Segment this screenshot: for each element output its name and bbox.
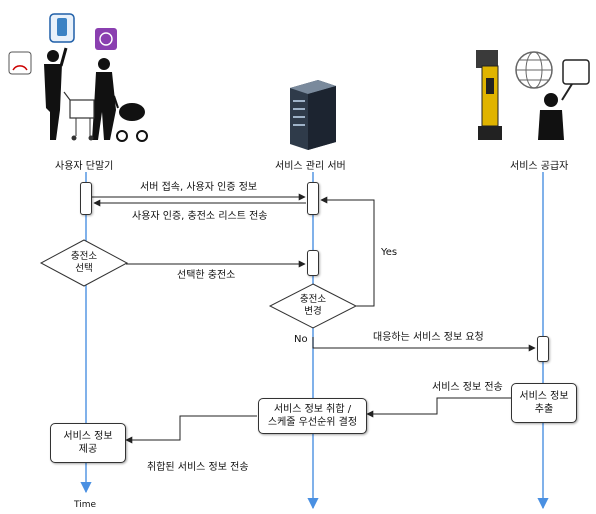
decision-change-line2: 변경	[304, 306, 322, 317]
decision-select-line2: 선택	[75, 263, 93, 274]
box-aggregate-line1: 서비스 정보 취합 /	[273, 404, 352, 415]
decision-select-text: 충전소 선택	[59, 251, 109, 275]
decision-select-line1: 충전소	[70, 251, 98, 262]
activation-user-1	[80, 182, 92, 215]
decision-change-station	[268, 283, 358, 329]
message-m1: 서버 접속, 사용자 인증 정보	[140, 182, 258, 193]
actor-user-label: 사용자 단말기	[55, 161, 114, 172]
decision-change-line1: 충전소	[299, 294, 327, 305]
message-m4: 대응하는 서비스 정보 요청	[373, 332, 484, 343]
message-m2: 사용자 인증, 충전소 리스트 전송	[132, 211, 268, 222]
server-icon	[290, 80, 336, 150]
box-extract-line1: 서비스 정보	[519, 391, 569, 402]
label-yes: Yes	[381, 247, 398, 258]
box-provide-line2: 제공	[78, 444, 98, 455]
message-m5: 서비스 정보 전송	[432, 382, 503, 393]
actor-server-label: 서비스 관리 서버	[275, 161, 346, 172]
box-extract: 서비스 정보 추출	[511, 383, 577, 423]
box-aggregate: 서비스 정보 취합 / 스케줄 우선순위 결정	[258, 398, 367, 434]
message-m6: 취합된 서비스 정보 전송	[147, 462, 249, 473]
arrow-m5	[366, 397, 511, 418]
box-provide: 서비스 정보 제공	[50, 423, 126, 463]
arrow-yes-loop	[320, 196, 375, 307]
box-provide-line1: 서비스 정보	[63, 431, 113, 442]
decision-select-station	[39, 239, 129, 287]
user-terminal-icon	[8, 13, 148, 142]
message-m3: 선택한 충전소	[177, 270, 236, 281]
activation-provider-1	[537, 336, 549, 362]
actor-provider-label: 서비스 공급자	[510, 161, 569, 172]
arrow-m4	[312, 337, 536, 352]
box-aggregate-line2: 스케줄 우선순위 결정	[267, 417, 358, 428]
arrow-m6	[125, 415, 257, 444]
label-no: No	[294, 334, 308, 345]
service-provider-icon	[476, 50, 590, 140]
decision-change-text: 충전소 변경	[288, 294, 338, 318]
time-label: Time	[74, 500, 97, 510]
activation-server-1	[307, 182, 319, 215]
box-extract-line2: 추출	[534, 404, 554, 415]
activation-server-2	[307, 250, 319, 276]
